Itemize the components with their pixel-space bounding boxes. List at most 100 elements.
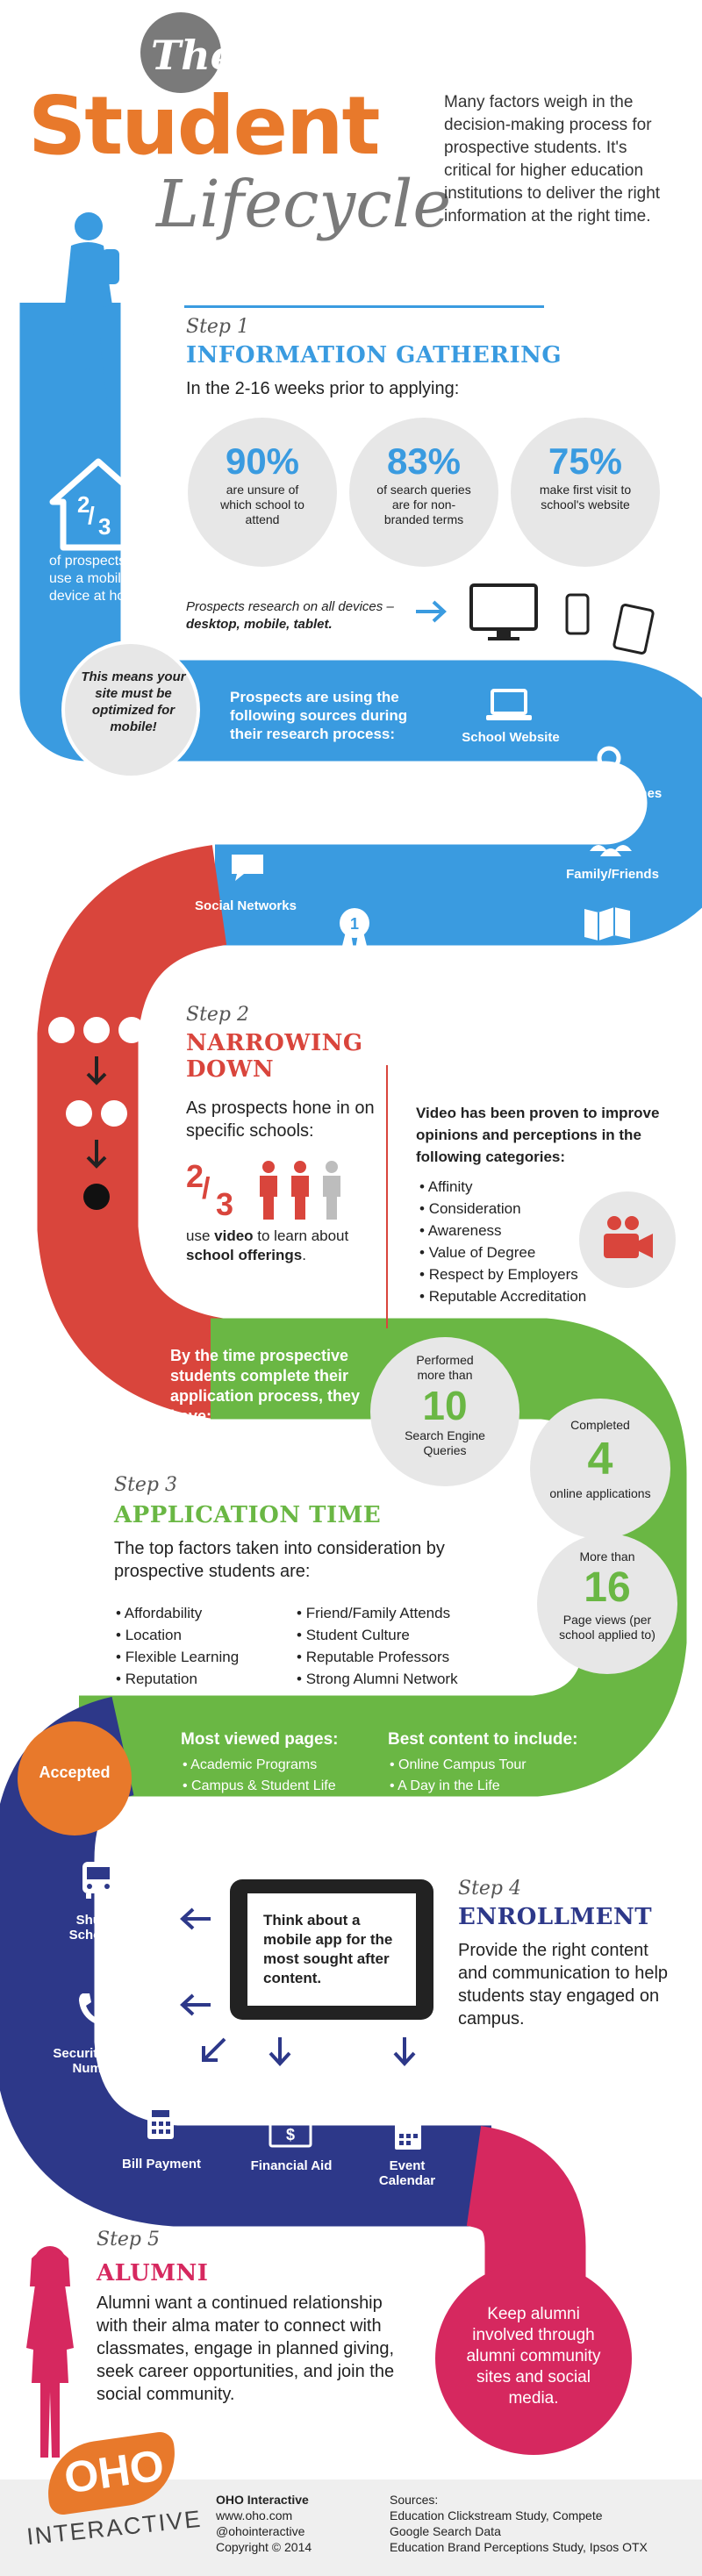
calculator-icon — [147, 2106, 174, 2139]
step2-heading-line1: NARROWING — [186, 1030, 363, 1056]
list-item: Location — [116, 1624, 291, 1646]
sources-intro: Prospects are using the following source… — [230, 689, 408, 742]
source-mentor-counselor: Mentor / Counselor — [411, 1009, 477, 1039]
step1-subhead: In the 2-16 weeks prior to applying: — [186, 379, 460, 398]
oho-logo-top: OHO — [61, 2440, 168, 2503]
source-brochures: Brochures — [579, 949, 646, 964]
video-fraction-slash: / — [202, 1172, 211, 1206]
feature-financial-aid: Financial Aid — [250, 2158, 333, 2173]
pages-post: Page views (per school applied to) — [559, 1613, 655, 1642]
list-item: Reputable Accreditation — [419, 1285, 612, 1307]
source-social-networks: Social Networks — [195, 898, 297, 913]
stat-text: make first visit to school's website — [539, 483, 632, 512]
apps-num: 4 — [587, 1434, 613, 1485]
tablet-icon — [612, 604, 655, 655]
list-item: Student Culture — [297, 1624, 507, 1646]
social-chat-icon — [232, 855, 263, 881]
alumni-woman-icon — [26, 2246, 74, 2458]
apps-post: online applications — [549, 1486, 651, 1500]
video-text-end: school offerings — [186, 1247, 303, 1263]
arrow-left-icon — [180, 1907, 211, 1930]
stat-value: 75% — [548, 440, 623, 482]
house-icon — [49, 458, 147, 551]
tablet-screen — [247, 1893, 416, 2006]
step3-label: Step 3 — [114, 1474, 178, 1496]
step1-heading: INFORMATION GATHERING — [186, 342, 562, 369]
list-item: Strong Alumni Network — [297, 1668, 507, 1690]
factors-right-list: Friend/Family Attends Student Culture Re… — [297, 1602, 507, 1690]
devices-list: desktop, mobile, tablet. — [186, 617, 333, 632]
alumni-callout-text: Keep alumni involved through alumni comm… — [466, 2305, 601, 2408]
laptop-icon — [486, 689, 532, 720]
list-item: Campus & Student Life — [183, 1776, 384, 1797]
video-fraction-num: 2 — [186, 1158, 204, 1194]
stat-value: 83% — [386, 440, 462, 482]
complete-intro: By the time prospective students complet… — [170, 1347, 361, 1425]
step2-label: Step 2 — [186, 1004, 250, 1026]
stat-circle-3: 75% make first visit to school's website — [511, 418, 660, 567]
list-item: Academic Programs — [183, 1755, 384, 1776]
list-item: Reputable Professors — [297, 1646, 507, 1668]
content-title: Best content to include: — [388, 1730, 578, 1749]
arrow-down-left-icon — [202, 2037, 226, 2062]
source-search-engines: Search Engines — [562, 786, 663, 801]
title-circle — [140, 12, 221, 93]
brochure-icon — [584, 907, 630, 941]
source-item: Google Search Data — [390, 2524, 501, 2538]
step5-heading: ALUMNI — [97, 2260, 209, 2286]
intro-text: Many factors weigh in the decision-makin… — [444, 93, 661, 225]
content-list: Online Campus Tour A Day in the Life Pro… — [390, 1755, 583, 1839]
phone-handset-icon — [79, 1993, 109, 2026]
family-icon — [590, 827, 632, 856]
search-icon — [597, 746, 629, 778]
viewed-list: Academic Programs Campus & Student Life … — [183, 1755, 384, 1839]
step2-text: As prospects hone in on specific schools… — [186, 1098, 375, 1141]
svg-text:$: $ — [286, 2126, 295, 2143]
source-item: Education Brand Perceptions Study, Ipsos… — [390, 2540, 648, 2554]
source-school-website: School Website — [462, 730, 560, 745]
video-categories-intro: Video has been proven to improve opinion… — [416, 1105, 660, 1165]
pages-bubble: More than 16 Page views (per school appl… — [537, 1534, 677, 1674]
list-item: Contact Info — [183, 1818, 384, 1839]
video-text-pre: use — [186, 1227, 215, 1244]
mentor-icon — [430, 965, 458, 1002]
feature-event-calendar: Event Calendar — [378, 2158, 436, 2188]
feature-shuttle: Shuttle Schedule — [68, 1913, 128, 1943]
source-family-friends: Family/Friends — [566, 867, 659, 882]
stat-circle-2: 83% of search queries are for non-brande… — [349, 418, 498, 567]
list-item: Friend/Family Attends — [297, 1602, 507, 1624]
list-item: Reputation — [116, 1668, 291, 1690]
stat-circle-1: 90% are unsure of which school to attend — [188, 418, 337, 567]
step3-heading: APPLICATION TIME — [114, 1502, 382, 1528]
source-ranking-sites: Ranking Sites — [312, 963, 399, 978]
arrow-down-icon — [393, 2037, 416, 2066]
sources-title: Sources: — [390, 2493, 439, 2507]
mobile-fraction-slash: / — [88, 502, 95, 529]
factors-left-list: Affordability Location Flexible Learning… — [116, 1602, 291, 1690]
arrow-left-icon — [180, 1993, 211, 2016]
stat-value: 90% — [225, 440, 300, 482]
video-categories-list: Affinity Consideration Awareness Value o… — [419, 1176, 612, 1307]
feature-security: Security Phone Numbers — [53, 2046, 149, 2076]
devices-text: Prospects research on all devices – desk… — [186, 598, 414, 633]
arrow-down-icon — [269, 2037, 291, 2066]
mobile-fraction-den: 3 — [98, 513, 111, 540]
mobile-phone-icon — [565, 593, 590, 635]
feature-bill-payment: Bill Payment — [121, 2157, 202, 2172]
mobile-callout-bubble — [61, 640, 200, 779]
aggregator-binders-icon — [525, 981, 563, 1011]
queries-num: 10 — [422, 1383, 468, 1428]
funnel-dots-icon — [48, 1017, 145, 1210]
alumni-callout-bubble — [435, 2262, 632, 2455]
calendar-icon — [395, 2120, 421, 2150]
arrow-right-icon — [416, 600, 447, 623]
video-camera-icon — [604, 1216, 653, 1258]
tablet-text: Think about a mobile app for the most so… — [263, 1912, 393, 1986]
step2-divider — [386, 1065, 388, 1328]
source-item: Education Clickstream Study, Compete — [390, 2508, 603, 2522]
pages-pre: More than — [579, 1549, 635, 1563]
footer-company: OHO Interactive www.oho.com @ohointeract… — [216, 2492, 312, 2555]
queries-bubble: Performed more than 10 Search Engine Que… — [370, 1337, 519, 1486]
shuttle-bus-icon — [82, 1862, 114, 1899]
list-item: Value of Degree — [419, 1241, 612, 1263]
